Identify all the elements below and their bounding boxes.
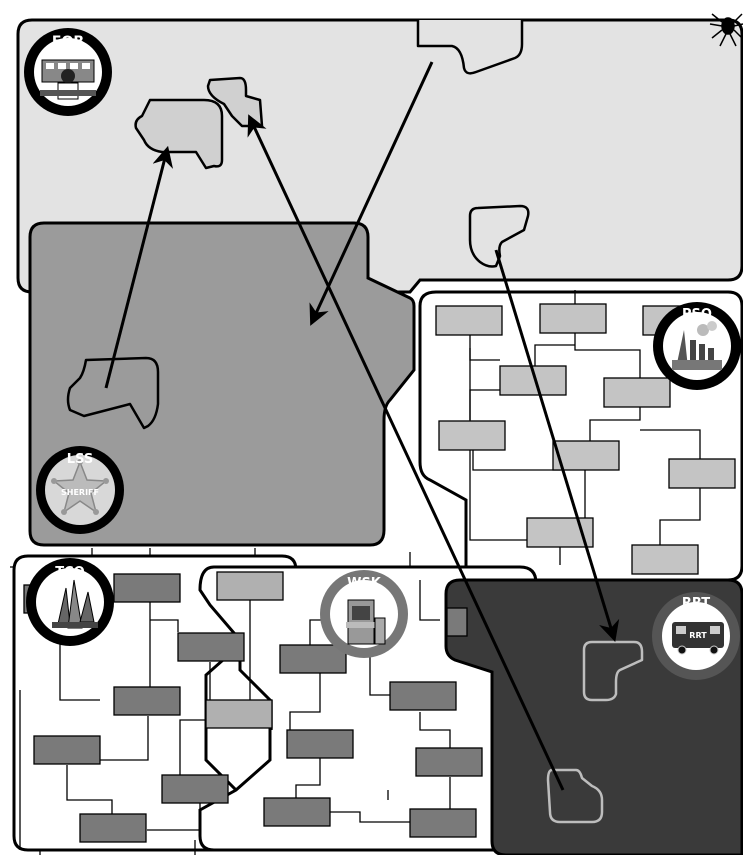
rrt-bus-text: RRT: [689, 631, 707, 640]
tco-badge: TCO: [26, 558, 114, 646]
wsk-node: [280, 645, 346, 673]
pso-node: [439, 421, 505, 450]
tco-node: [114, 574, 180, 602]
wsk-node: [264, 798, 330, 826]
rrt-label: RRT: [682, 596, 710, 611]
wsk-node: [217, 572, 283, 600]
wsk-node: [390, 682, 456, 710]
tco-label: TCO: [55, 565, 84, 580]
tco-node: [114, 687, 180, 715]
tco-node: [178, 633, 244, 661]
pso-node: [436, 306, 502, 335]
pso-badge: PSO: [653, 302, 741, 390]
lss-label: LSS: [67, 452, 93, 467]
pso-node: [540, 304, 606, 333]
rrt-badge: RRT RRT: [652, 592, 740, 680]
pso-node: [669, 459, 735, 488]
wsk-node: [447, 608, 467, 636]
tco-node: [34, 736, 100, 764]
wsk-node: [410, 809, 476, 837]
eob-badge: EOB: [24, 28, 112, 116]
pso-node: [604, 378, 670, 407]
pso-label: PSO: [682, 307, 712, 322]
tco-node: [162, 775, 228, 803]
lss-badge: SHERIFF LSS: [36, 446, 124, 534]
tco-node: [80, 814, 146, 842]
pso-node: [632, 545, 698, 574]
wsk-badge: WSK: [320, 570, 408, 658]
wsk-node: [287, 730, 353, 758]
wsk-label: WSK: [347, 576, 382, 591]
eob-operator-icon: [40, 60, 96, 99]
wsk-node: [206, 700, 272, 728]
wsk-node: [416, 748, 482, 776]
eob-label: EOB: [52, 34, 84, 50]
lss-badge-text: SHERIFF: [61, 488, 99, 497]
